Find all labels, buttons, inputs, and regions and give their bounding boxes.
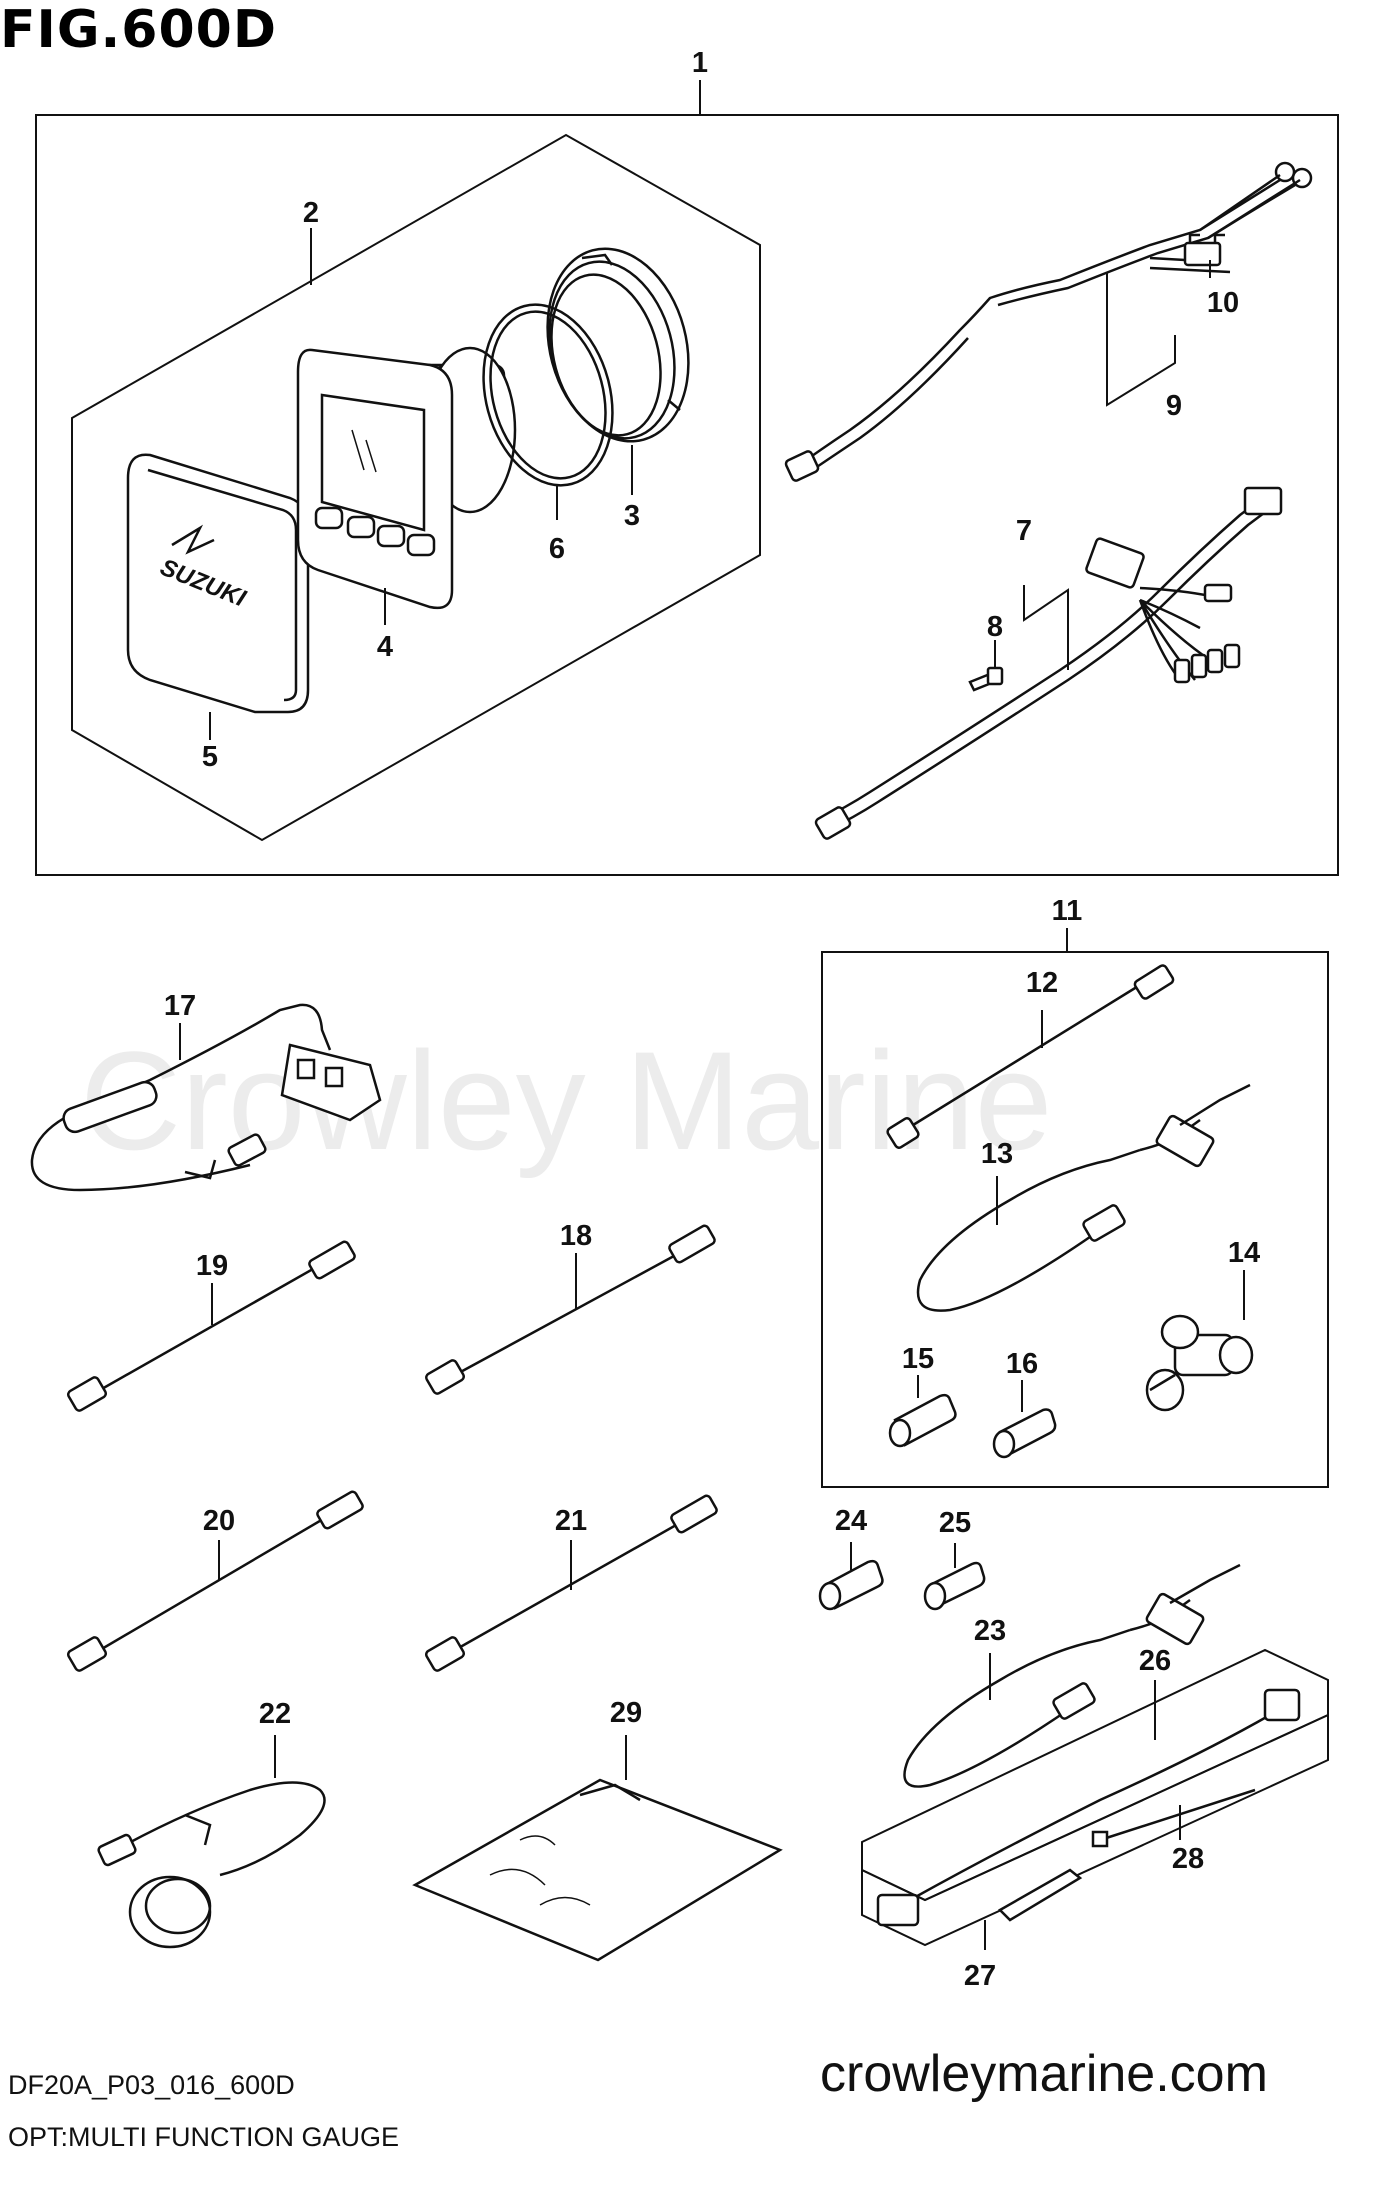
tee-connector-14 <box>1145 1314 1254 1412</box>
cable-18 <box>424 1224 716 1395</box>
callout-11: 11 <box>1052 895 1083 927</box>
cable-19 <box>66 1240 356 1412</box>
callout-3: 3 <box>624 500 640 532</box>
figure-code: DF20A_P03_016_600D <box>8 2070 295 2100</box>
callout-2: 2 <box>303 197 319 229</box>
callout-5: 5 <box>202 741 218 773</box>
callout-12: 12 <box>1026 967 1058 999</box>
main-harness <box>784 161 1313 482</box>
lock-ring <box>546 247 690 443</box>
bolt-8 <box>968 666 1004 692</box>
terminator-15 <box>888 1393 957 1448</box>
terminator-16 <box>992 1408 1057 1459</box>
callout-17: 17 <box>164 990 196 1022</box>
callout-4: 4 <box>377 631 393 663</box>
callout-29: 29 <box>610 1697 642 1729</box>
callout-10: 10 <box>1207 287 1239 319</box>
callout-27: 27 <box>964 1960 996 1992</box>
callout-7: 7 <box>1016 515 1032 547</box>
strap-27 <box>997 1868 1083 1922</box>
assembly-box-11 <box>821 951 1329 1488</box>
sensor-22 <box>97 1781 326 1949</box>
harness-26 <box>876 1688 1301 1927</box>
site-url[interactable]: crowleymarine.com <box>820 2045 1268 2103</box>
callout-20: 20 <box>203 1505 235 1537</box>
assembly-box-1 <box>35 114 1339 876</box>
callout-18: 18 <box>560 1220 592 1252</box>
gauge-cover: SUZUKI <box>126 453 310 714</box>
figure-title: FIG.600D <box>0 0 278 60</box>
cable-23 <box>903 1563 1241 1788</box>
callout-8: 8 <box>987 611 1003 643</box>
terminator-24 <box>818 1559 884 1611</box>
callout-19: 19 <box>196 1250 228 1282</box>
cable-13 <box>916 1083 1251 1312</box>
o-ring <box>482 303 614 487</box>
figure-description: OPT:MULTI FUNCTION GAUGE <box>8 2122 400 2152</box>
harness-kit-base <box>861 1713 1329 1947</box>
sensor-harness <box>814 486 1283 840</box>
gauge-body <box>296 346 517 610</box>
callout-26: 26 <box>1139 1645 1171 1677</box>
callout-28: 28 <box>1172 1843 1204 1875</box>
cable-20 <box>66 1490 364 1672</box>
leader-9 <box>1106 272 1176 407</box>
callout-25: 25 <box>939 1507 971 1539</box>
gauge-kit-outline <box>71 133 761 842</box>
pouch-29 <box>412 1778 783 1962</box>
callout-14: 14 <box>1228 1237 1260 1269</box>
callout-23: 23 <box>974 1615 1006 1647</box>
cable-12 <box>886 964 1175 1149</box>
callout-9: 9 <box>1166 390 1182 422</box>
callout-13: 13 <box>981 1138 1013 1170</box>
cable-17 <box>30 1003 382 1192</box>
cable-tie-28 <box>1091 1788 1256 1848</box>
leader-7 <box>1023 585 1069 670</box>
harness-kit-outline <box>861 1648 1329 1902</box>
callout-24: 24 <box>835 1505 867 1537</box>
callout-6: 6 <box>549 533 565 565</box>
callout-16: 16 <box>1006 1348 1038 1380</box>
callout-22: 22 <box>259 1698 291 1730</box>
terminator-25 <box>923 1561 986 1611</box>
callout-21: 21 <box>555 1505 587 1537</box>
callout-1: 1 <box>692 47 708 79</box>
callout-15: 15 <box>902 1343 934 1375</box>
